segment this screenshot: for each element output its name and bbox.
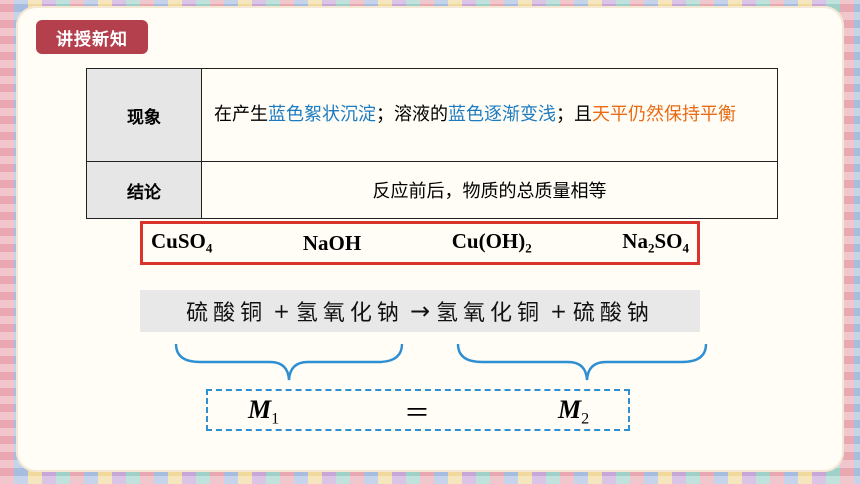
mass-before: M1 — [248, 395, 280, 428]
phenomenon-text: 在产生蓝色絮状沉淀；溶液的蓝色逐渐变浅；且天平仍然保持平衡 — [201, 68, 778, 162]
header-conclusion: 结论 — [86, 161, 202, 219]
experiment-table: 现象 在产生蓝色絮状沉淀；溶液的蓝色逐渐变浅；且天平仍然保持平衡 结论 反应前后… — [86, 68, 778, 219]
phenomenon-seg-2: 蓝色絮状沉淀 — [268, 104, 376, 125]
table-row-conclusion: 结论 反应前后，物质的总质量相等 — [86, 161, 778, 219]
section-badge: 讲授新知 — [36, 20, 148, 54]
reaction-names-box: 硫酸铜 + 氢氧化钠 → 氢氧化铜 + 硫酸钠 — [140, 290, 700, 332]
reaction-arrow: → — [409, 297, 431, 325]
formula-cuoh2: Cu(OH)2 — [451, 229, 532, 256]
phenomenon-seg-3: ；溶液的 — [376, 104, 448, 125]
phenomenon-seg-6: 天平仍然保持平衡 — [592, 104, 736, 125]
name-copper-hydroxide: 氢氧化铜 — [436, 301, 545, 326]
mass-after: M2 — [558, 395, 590, 428]
table-row-phenomenon: 现象 在产生蓝色絮状沉淀；溶液的蓝色逐渐变浅；且天平仍然保持平衡 — [86, 68, 778, 162]
phenomenon-seg-1: 在产生 — [214, 104, 268, 125]
formula-cuso4: CuSO4 — [151, 229, 213, 256]
plus-sign: + — [273, 299, 290, 323]
name-sodium-hydroxide: 氢氧化钠 — [295, 301, 404, 326]
chemical-formula-box: CuSO4 NaOH Cu(OH)2 Na2SO4 — [140, 221, 700, 265]
phenomenon-seg-4: 蓝色逐渐变浅 — [448, 104, 556, 125]
phenomenon-seg-5: ；且 — [556, 104, 592, 125]
formula-na2so4: Na2SO4 — [622, 229, 689, 256]
header-phenomenon: 现象 — [86, 68, 202, 162]
formula-naoh: NaOH — [302, 230, 362, 255]
equals-sign: ＝ — [404, 399, 431, 428]
conclusion-text: 反应前后，物质的总质量相等 — [201, 161, 778, 219]
name-sodium-sulfate: 硫酸钠 — [572, 301, 654, 326]
mass-equation-box: M1 ＝ M2 — [206, 389, 630, 431]
plus-sign: + — [550, 299, 567, 323]
name-copper-sulfate: 硫酸铜 — [186, 301, 268, 326]
